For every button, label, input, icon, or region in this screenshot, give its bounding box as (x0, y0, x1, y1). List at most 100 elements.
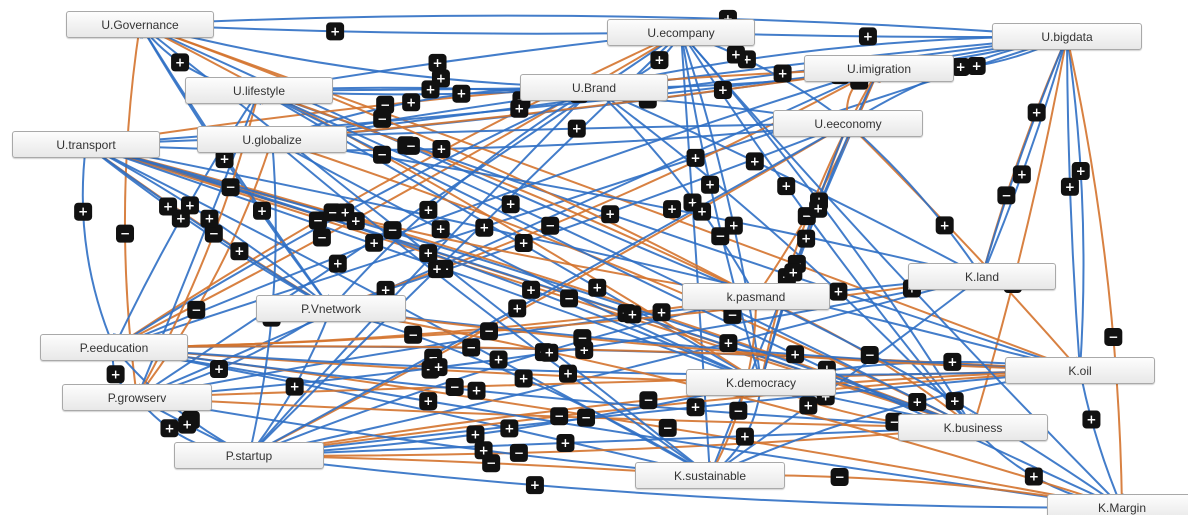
edge-positive[interactable] (113, 65, 881, 349)
plus-polarity-badge[interactable]: + (935, 216, 954, 235)
plus-polarity-badge[interactable]: + (773, 64, 792, 83)
plus-polarity-badge[interactable]: + (735, 427, 754, 446)
plus-polarity-badge[interactable]: + (540, 343, 559, 362)
plus-polarity-badge[interactable]: + (402, 93, 421, 112)
plus-polarity-badge[interactable]: + (428, 260, 447, 279)
plus-polarity-badge[interactable]: + (663, 200, 682, 219)
plus-polarity-badge[interactable]: + (809, 199, 828, 218)
edge-negative[interactable] (247, 426, 974, 463)
minus-polarity-badge[interactable]: − (711, 227, 730, 246)
plus-polarity-badge[interactable]: + (230, 242, 249, 261)
plus-polarity-badge[interactable]: + (951, 57, 970, 76)
edge-positive[interactable] (708, 275, 983, 477)
minus-polarity-badge[interactable]: − (723, 305, 742, 324)
minus-polarity-badge[interactable]: − (1104, 327, 1123, 346)
node-k-pasmand[interactable]: k.pasmand (682, 283, 830, 310)
minus-polarity-badge[interactable]: − (116, 224, 135, 243)
edge-positive[interactable] (329, 303, 1081, 372)
plus-polarity-badge[interactable]: + (452, 84, 471, 103)
plus-polarity-badge[interactable]: + (908, 392, 927, 411)
plus-polarity-badge[interactable]: + (719, 334, 738, 353)
plus-polarity-badge[interactable]: + (474, 441, 493, 460)
plus-polarity-badge[interactable]: + (106, 365, 125, 384)
plus-polarity-badge[interactable]: + (567, 119, 586, 138)
edge-positive[interactable] (981, 35, 1071, 277)
edge-positive[interactable] (139, 23, 332, 310)
node-u-eeconomy[interactable]: U.eeconomy (773, 110, 923, 137)
plus-polarity-badge[interactable]: + (160, 419, 179, 438)
plus-polarity-badge[interactable]: + (501, 195, 520, 214)
plus-polarity-badge[interactable]: + (253, 201, 272, 220)
plus-polarity-badge[interactable]: + (432, 140, 451, 159)
plus-polarity-badge[interactable]: + (171, 53, 190, 72)
plus-polarity-badge[interactable]: + (829, 282, 848, 301)
plus-polarity-badge[interactable]: + (693, 202, 712, 221)
plus-polarity-badge[interactable]: + (556, 433, 575, 452)
node-p-eeducation[interactable]: P.eeducation (40, 334, 188, 361)
plus-polarity-badge[interactable]: + (522, 280, 541, 299)
plus-polarity-badge[interactable]: + (726, 45, 745, 64)
edge-negative[interactable] (85, 143, 975, 430)
minus-polarity-badge[interactable]: − (376, 95, 395, 114)
plus-polarity-badge[interactable]: + (365, 233, 384, 252)
edge-positive[interactable] (113, 346, 712, 480)
plus-polarity-badge[interactable]: + (686, 398, 705, 417)
edge-positive[interactable] (84, 122, 849, 151)
plus-polarity-badge[interactable]: + (428, 53, 447, 72)
plus-polarity-badge[interactable]: + (326, 22, 345, 41)
minus-polarity-badge[interactable]: − (308, 211, 327, 230)
plus-polarity-badge[interactable]: + (466, 425, 485, 444)
edge-positive[interactable] (329, 122, 849, 312)
edge-positive[interactable] (138, 14, 1068, 38)
plus-polarity-badge[interactable]: + (724, 216, 743, 235)
minus-polarity-badge[interactable]: − (830, 468, 849, 487)
edge-negative[interactable] (247, 369, 1081, 461)
minus-polarity-badge[interactable]: − (560, 289, 579, 308)
minus-polarity-badge[interactable]: − (480, 322, 499, 341)
node-k-democracy[interactable]: K.democracy (686, 369, 836, 396)
plus-polarity-badge[interactable]: + (419, 200, 438, 219)
edge-positive[interactable] (270, 138, 711, 477)
plus-polarity-badge[interactable]: + (1060, 177, 1079, 196)
minus-polarity-badge[interactable]: − (312, 228, 331, 247)
plus-polarity-badge[interactable]: + (588, 278, 607, 297)
edge-positive[interactable] (85, 143, 1082, 375)
plus-polarity-badge[interactable]: + (467, 381, 486, 400)
node-k-sustainable[interactable]: K.sustainable (635, 462, 785, 489)
minus-polarity-badge[interactable]: − (860, 345, 879, 364)
node-u-imigration[interactable]: U.imigration (804, 55, 954, 82)
edge-positive[interactable] (135, 392, 711, 477)
plus-polarity-badge[interactable]: + (945, 392, 964, 411)
edge-positive[interactable] (136, 272, 984, 399)
plus-polarity-badge[interactable]: + (419, 392, 438, 411)
plus-polarity-badge[interactable]: + (525, 476, 544, 495)
minus-polarity-badge[interactable]: − (550, 407, 569, 426)
plus-polarity-badge[interactable]: + (514, 233, 533, 252)
plus-polarity-badge[interactable]: + (786, 345, 805, 364)
minus-polarity-badge[interactable]: − (541, 216, 560, 235)
edge-negative[interactable] (969, 36, 1068, 429)
edge-negative[interactable] (329, 303, 1081, 372)
edge-positive[interactable] (592, 86, 757, 297)
plus-polarity-badge[interactable]: + (328, 254, 347, 273)
minus-polarity-badge[interactable]: − (401, 136, 420, 155)
edge-positive[interactable] (248, 122, 850, 457)
minus-polarity-badge[interactable]: − (204, 224, 223, 243)
plus-polarity-badge[interactable]: + (209, 360, 228, 379)
plus-polarity-badge[interactable]: + (745, 152, 764, 171)
edge-positive[interactable] (112, 342, 974, 429)
edge-negative[interactable] (136, 139, 273, 399)
minus-polarity-badge[interactable]: − (383, 221, 402, 240)
plus-polarity-badge[interactable]: + (967, 56, 986, 75)
edge-positive[interactable] (680, 31, 1123, 509)
edge-positive[interactable] (1079, 370, 1124, 509)
edge-negative[interactable] (138, 22, 757, 298)
edge-positive[interactable] (81, 144, 116, 349)
minus-polarity-badge[interactable]: − (997, 186, 1016, 205)
edge-positive[interactable] (1066, 36, 1088, 372)
plus-polarity-badge[interactable]: + (784, 263, 803, 282)
plus-polarity-badge[interactable]: + (943, 352, 962, 371)
edge-positive[interactable] (139, 23, 683, 40)
plus-polarity-badge[interactable]: + (419, 244, 438, 263)
plus-polarity-badge[interactable]: + (777, 177, 796, 196)
